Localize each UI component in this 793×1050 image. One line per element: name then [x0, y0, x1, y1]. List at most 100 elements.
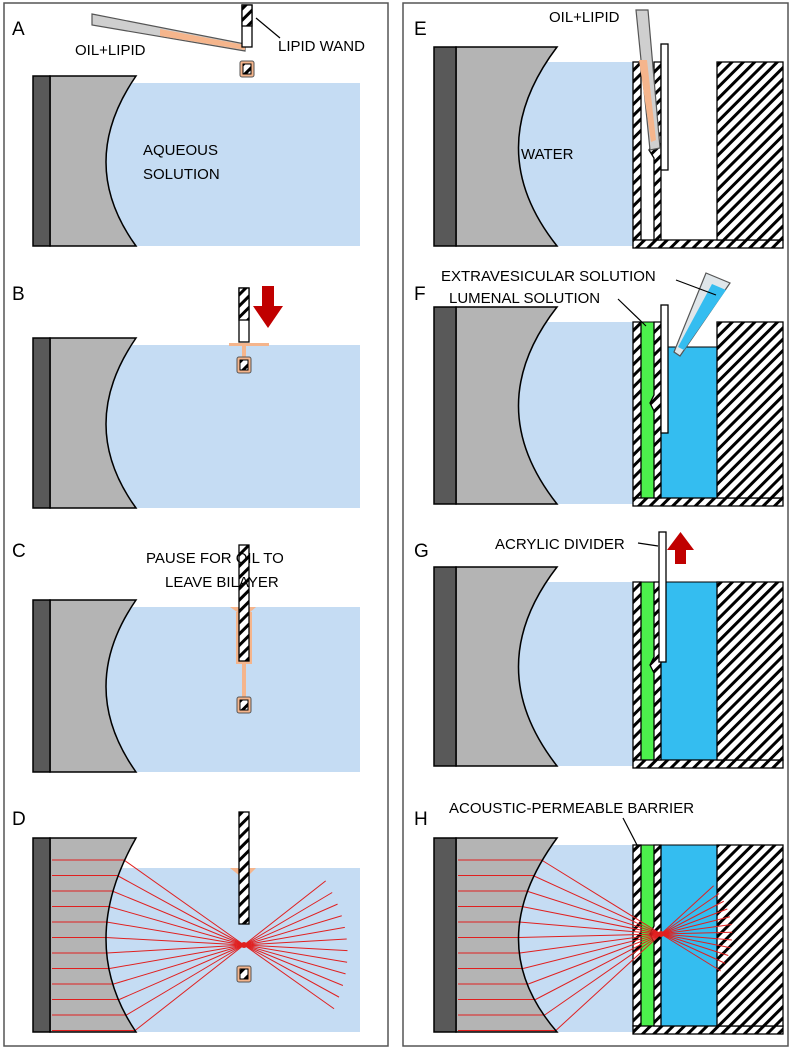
- ultrasound-ray: [660, 933, 729, 956]
- ultrasound-ray: [519, 933, 662, 954]
- lipid-wand-c: [238, 544, 250, 662]
- transducer-backing-c: [32, 599, 51, 773]
- transducer-backing-d: [32, 837, 51, 1033]
- ultrasound-ray: [243, 892, 333, 946]
- oil-lipid-label-e: OIL+LIPID: [549, 9, 620, 26]
- ultrasound-ray: [243, 944, 348, 963]
- ultrasound-ray: [105, 937, 245, 946]
- chamber-wall-left-g: [632, 581, 642, 761]
- ultrasound-ray: [660, 933, 726, 964]
- aqueous-label-a: AQUEOUS: [143, 142, 218, 159]
- ultrasound-ray: [660, 933, 732, 941]
- chamber-wall-right-e: [716, 61, 784, 241]
- chamber-floor-e: [632, 239, 784, 249]
- pause-label-line1-c: PAUSE FOR OIL TO: [146, 550, 284, 567]
- ultrasound-ray: [243, 944, 335, 1010]
- ultrasound-ray: [660, 900, 724, 935]
- down-arrow-b: [253, 286, 283, 328]
- panel-g: G ACRYLIC DIVIDER: [414, 531, 784, 769]
- ultrasound-ray: [243, 944, 340, 998]
- transducer-backing-e: [433, 46, 457, 247]
- barrier-label-h: ACOUSTIC-PERMEABLE BARRIER: [449, 800, 694, 817]
- ultrasound-rays-h: [458, 859, 733, 1031]
- water-label-e: WATER: [521, 146, 574, 163]
- up-arrow-g: [667, 532, 694, 564]
- ultrasound-ray: [522, 933, 662, 969]
- lumenal-label-f: LUMENAL SOLUTION: [449, 290, 600, 307]
- panel-a-letter: A: [12, 19, 25, 40]
- ultrasound-ray: [660, 933, 722, 972]
- ultrasound-rays-d: [52, 859, 348, 1031]
- panel-g-letter: G: [414, 541, 429, 562]
- solution-label-a: SOLUTION: [143, 166, 220, 183]
- panel-c: C PAUSE FOR OIL TO LEAVE BILAYER: [12, 541, 360, 773]
- ultrasound-ray: [660, 933, 731, 949]
- ultrasound-ray: [106, 921, 245, 946]
- transducer-backing-b: [32, 337, 51, 509]
- wand-tip-hatch-a: [242, 63, 252, 75]
- ultrasound-ray: [660, 908, 728, 935]
- chamber-wall-right-g: [716, 581, 784, 761]
- ultrasound-ray: [243, 915, 342, 946]
- wand-hatch-top-a: [241, 4, 253, 27]
- extravesicular-label-f: EXTRAVESICULAR SOLUTION: [441, 268, 656, 285]
- lipid-wand-label-a: LIPID WAND: [278, 38, 365, 55]
- bilayer-focus-h: [658, 931, 664, 937]
- transducer-backing-g: [433, 566, 457, 767]
- panel-b-letter: B: [12, 284, 25, 305]
- panel-f-letter: F: [414, 284, 426, 305]
- oil-film-b: [229, 343, 269, 346]
- panel-f: F EXTRAVESICULAR SOLUTION LUMENAL SOLUTI…: [414, 268, 784, 507]
- transducer-lens-b: [49, 337, 138, 509]
- panel-e-letter: E: [414, 19, 427, 40]
- extravesicular-fill-f: [660, 346, 718, 499]
- ultrasound-ray: [123, 859, 245, 946]
- pause-label-line2-c: LEAVE BILAYER: [165, 574, 279, 591]
- panel-b: B: [12, 284, 360, 509]
- transducer-backing-a: [32, 75, 51, 247]
- ultrasound-ray: [134, 944, 245, 1031]
- lipid-wand-d: [238, 811, 250, 925]
- ultrasound-ray: [532, 875, 662, 935]
- panel-h-letter: H: [414, 809, 428, 830]
- ultrasound-ray: [119, 944, 245, 1000]
- transducer-lens-g: [455, 566, 559, 767]
- extravesicular-pointer-f: [675, 279, 717, 296]
- wand-tip-hatch-c: [239, 699, 249, 711]
- chamber-wall-right-h: [716, 844, 784, 1027]
- lumenal-fill-f: [640, 321, 655, 499]
- ultrasound-ray: [111, 890, 245, 946]
- ultrasound-ray: [117, 875, 245, 946]
- ultrasound-ray: [541, 859, 662, 935]
- transducer-lens-outline-d: [49, 837, 138, 1033]
- transducer-backing-h: [433, 837, 457, 1033]
- chamber-floor-g: [632, 759, 784, 769]
- chamber-floor-h: [632, 1025, 784, 1035]
- ultrasound-ray: [544, 933, 662, 1016]
- acrylic-divider-g: [658, 531, 667, 663]
- lumenal-pointer-f: [617, 298, 647, 327]
- ultrasound-ray: [243, 944, 344, 986]
- ultrasound-ray: [243, 944, 346, 975]
- ultrasound-ray: [109, 944, 245, 969]
- transducer-lens-f: [455, 306, 559, 505]
- transducer-backing-f: [433, 306, 457, 505]
- ultrasound-ray: [660, 893, 720, 935]
- ultrasound-ray: [528, 933, 662, 985]
- ultrasound-ray: [243, 880, 326, 946]
- ultrasound-ray: [535, 933, 662, 1000]
- transducer-lens-outline-h: [455, 837, 559, 1033]
- transducer-lens-a: [49, 75, 138, 247]
- oil-lipid-label-a: OIL+LIPID: [75, 42, 146, 59]
- chamber-wall-left-f: [632, 321, 642, 499]
- oil-in-pipette-e: [639, 60, 656, 142]
- wand-tip-hatch-b: [239, 359, 249, 371]
- wand-tip-hatch-d: [239, 968, 249, 980]
- oil-neck-c: [242, 664, 246, 698]
- acrylic-divider-f: [660, 304, 669, 434]
- left-column-frame: [3, 2, 389, 1047]
- panel-a: A OIL+LIPID LIPID WAND AQUEOUS SOLUTION: [12, 4, 365, 247]
- panel-c-letter: C: [12, 541, 26, 562]
- wand-hatch-top-b: [238, 287, 250, 321]
